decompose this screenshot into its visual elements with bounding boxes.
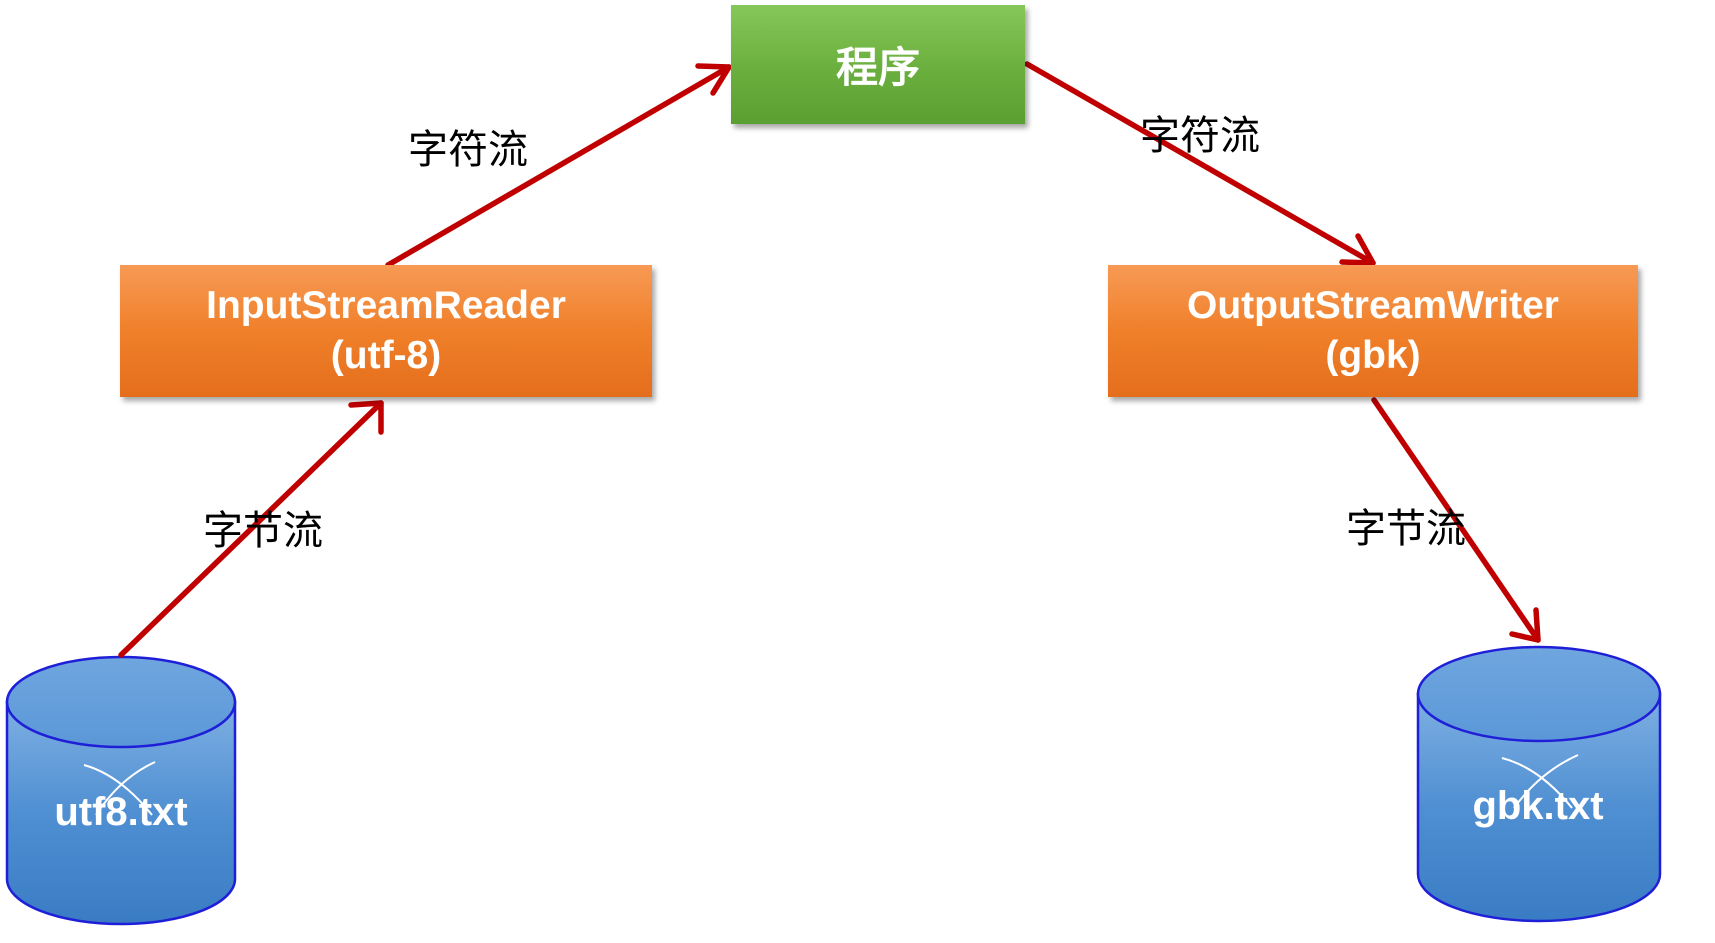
gbk-cylinder-body — [1416, 692, 1662, 923]
writer-class-label: OutputStreamWriter — [1187, 284, 1559, 327]
writer-encoding-label: (gbk) — [1325, 334, 1421, 377]
edge-label-program-to-writer: 字符流 — [1140, 113, 1260, 159]
edge-label-writer-to-target: 字节流 — [1346, 506, 1466, 552]
utf8-file-label: utf8.txt — [54, 790, 188, 834]
utf8-cylinder-body — [5, 700, 237, 926]
gbk-file-cylinder — [1416, 645, 1662, 923]
program-box: 程序 — [731, 5, 1025, 124]
edge-label-source-to-reader: 字节流 — [203, 508, 323, 554]
arrow-program-to-writer — [1024, 61, 1376, 266]
utf8-cylinder-top — [5, 655, 237, 749]
arrow-writer-to-target — [1371, 397, 1541, 643]
input-stream-reader-box: InputStreamReader (utf-8) — [120, 265, 652, 397]
reader-encoding-label: (utf-8) — [330, 334, 442, 377]
edge-label-reader-to-program: 字符流 — [408, 127, 528, 173]
program-label: 程序 — [835, 43, 920, 92]
arrow-reader-to-program — [385, 63, 732, 268]
reader-class-label: InputStreamReader — [206, 284, 566, 327]
gbk-file-label: gbk.txt — [1472, 784, 1604, 828]
output-stream-writer-box: OutputStreamWriter (gbk) — [1108, 265, 1638, 397]
cross-mark-icon — [83, 761, 156, 816]
arrow-source-to-reader — [118, 400, 384, 658]
gbk-cylinder-top — [1416, 645, 1662, 743]
cross-mark-icon — [1501, 754, 1579, 809]
